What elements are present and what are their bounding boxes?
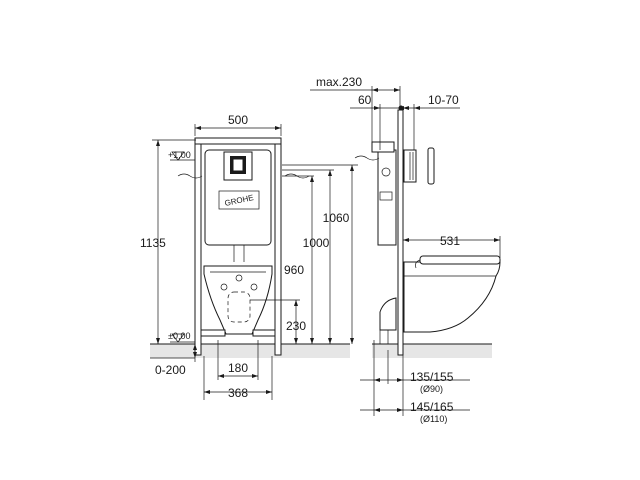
dim-1135: 1135 xyxy=(140,139,196,344)
side-outlet-bend xyxy=(379,297,397,331)
dim-1000: 1000 xyxy=(282,169,334,344)
dim-531: 531 xyxy=(403,234,501,258)
level-top-marker: +1,00 xyxy=(168,150,195,161)
dim-1060-label: 1060 xyxy=(323,211,350,225)
logo-box xyxy=(218,190,260,210)
side-connection-arrow xyxy=(354,155,380,161)
dim-180-label: 180 xyxy=(228,361,248,375)
dim-531-label: 531 xyxy=(440,234,460,248)
side-seat-hinge xyxy=(415,259,421,269)
bolt-right xyxy=(250,283,258,291)
bolt-left xyxy=(220,283,228,291)
level-top-label: +1,00 xyxy=(168,150,191,160)
side-view xyxy=(354,109,501,356)
outlet-pipe-dashed xyxy=(227,291,251,323)
frame-foot-right xyxy=(252,329,276,337)
dim-60-label: 60 xyxy=(358,93,372,107)
water-inlet xyxy=(235,274,243,282)
side-flush-ribs xyxy=(409,152,414,180)
level-zero-label: ±0,00 xyxy=(168,331,190,341)
dim-1135-label: 1135 xyxy=(140,236,166,250)
dim-10-70-label: 10-70 xyxy=(428,93,459,107)
dim-0-200-label: 0-200 xyxy=(155,363,186,377)
dim-60: 60 xyxy=(350,93,404,150)
frame-foot-left xyxy=(200,329,226,337)
dim-145-165-dia: (Ø110) xyxy=(420,414,447,424)
dim-500: 500 xyxy=(194,113,282,136)
side-frame-upright xyxy=(397,109,404,356)
frame-left-upright xyxy=(194,139,202,356)
front-view: GROHE xyxy=(177,137,310,356)
wc-bowl-front xyxy=(203,265,273,335)
dim-368: 368 xyxy=(203,356,273,400)
dim-960-label: 960 xyxy=(284,263,304,277)
dim-960: 960 xyxy=(282,175,314,344)
flush-plate-inner-window xyxy=(232,158,244,172)
frame-right-upright xyxy=(274,139,282,356)
dim-145-165: 145/165 (Ø110) xyxy=(360,400,470,424)
dim-368-label: 368 xyxy=(228,386,248,400)
side-cistern xyxy=(377,149,397,246)
side-cistern-valve xyxy=(381,167,391,177)
connection-arrow-left xyxy=(177,173,203,179)
floor-band-front xyxy=(150,344,350,358)
level-zero-marker: ±0,00 xyxy=(168,331,195,343)
dim-1000-label: 1000 xyxy=(303,236,330,250)
dim-0-200: 0-200 xyxy=(150,344,197,377)
side-wc-pan xyxy=(403,261,501,333)
dim-145-165-label: 145/165 xyxy=(410,400,454,414)
wall-point-marker xyxy=(398,105,404,111)
dim-230-label: 230 xyxy=(286,319,306,333)
dim-500-label: 500 xyxy=(228,113,248,127)
dim-230: 230 xyxy=(250,299,306,344)
dim-1060: 1060 xyxy=(282,164,358,344)
side-seat-lid xyxy=(419,255,501,265)
dim-135-155-label: 135/155 xyxy=(410,370,454,384)
cistern xyxy=(204,149,272,246)
dim-135-155-dia: (Ø90) xyxy=(420,384,443,394)
dim-180: 180 xyxy=(217,340,259,380)
dim-10-70: 10-70 xyxy=(398,93,460,150)
floor-band-side xyxy=(372,344,492,358)
dim-max-230: max.230 xyxy=(310,75,401,142)
dim-max-230-label: max.230 xyxy=(316,75,362,89)
dim-135-155: 135/155 (Ø90) xyxy=(360,340,470,416)
side-cistern-window xyxy=(379,191,393,201)
side-flush-plate xyxy=(427,147,435,185)
frame-top-bar xyxy=(194,137,282,145)
side-cistern-top xyxy=(371,141,395,153)
